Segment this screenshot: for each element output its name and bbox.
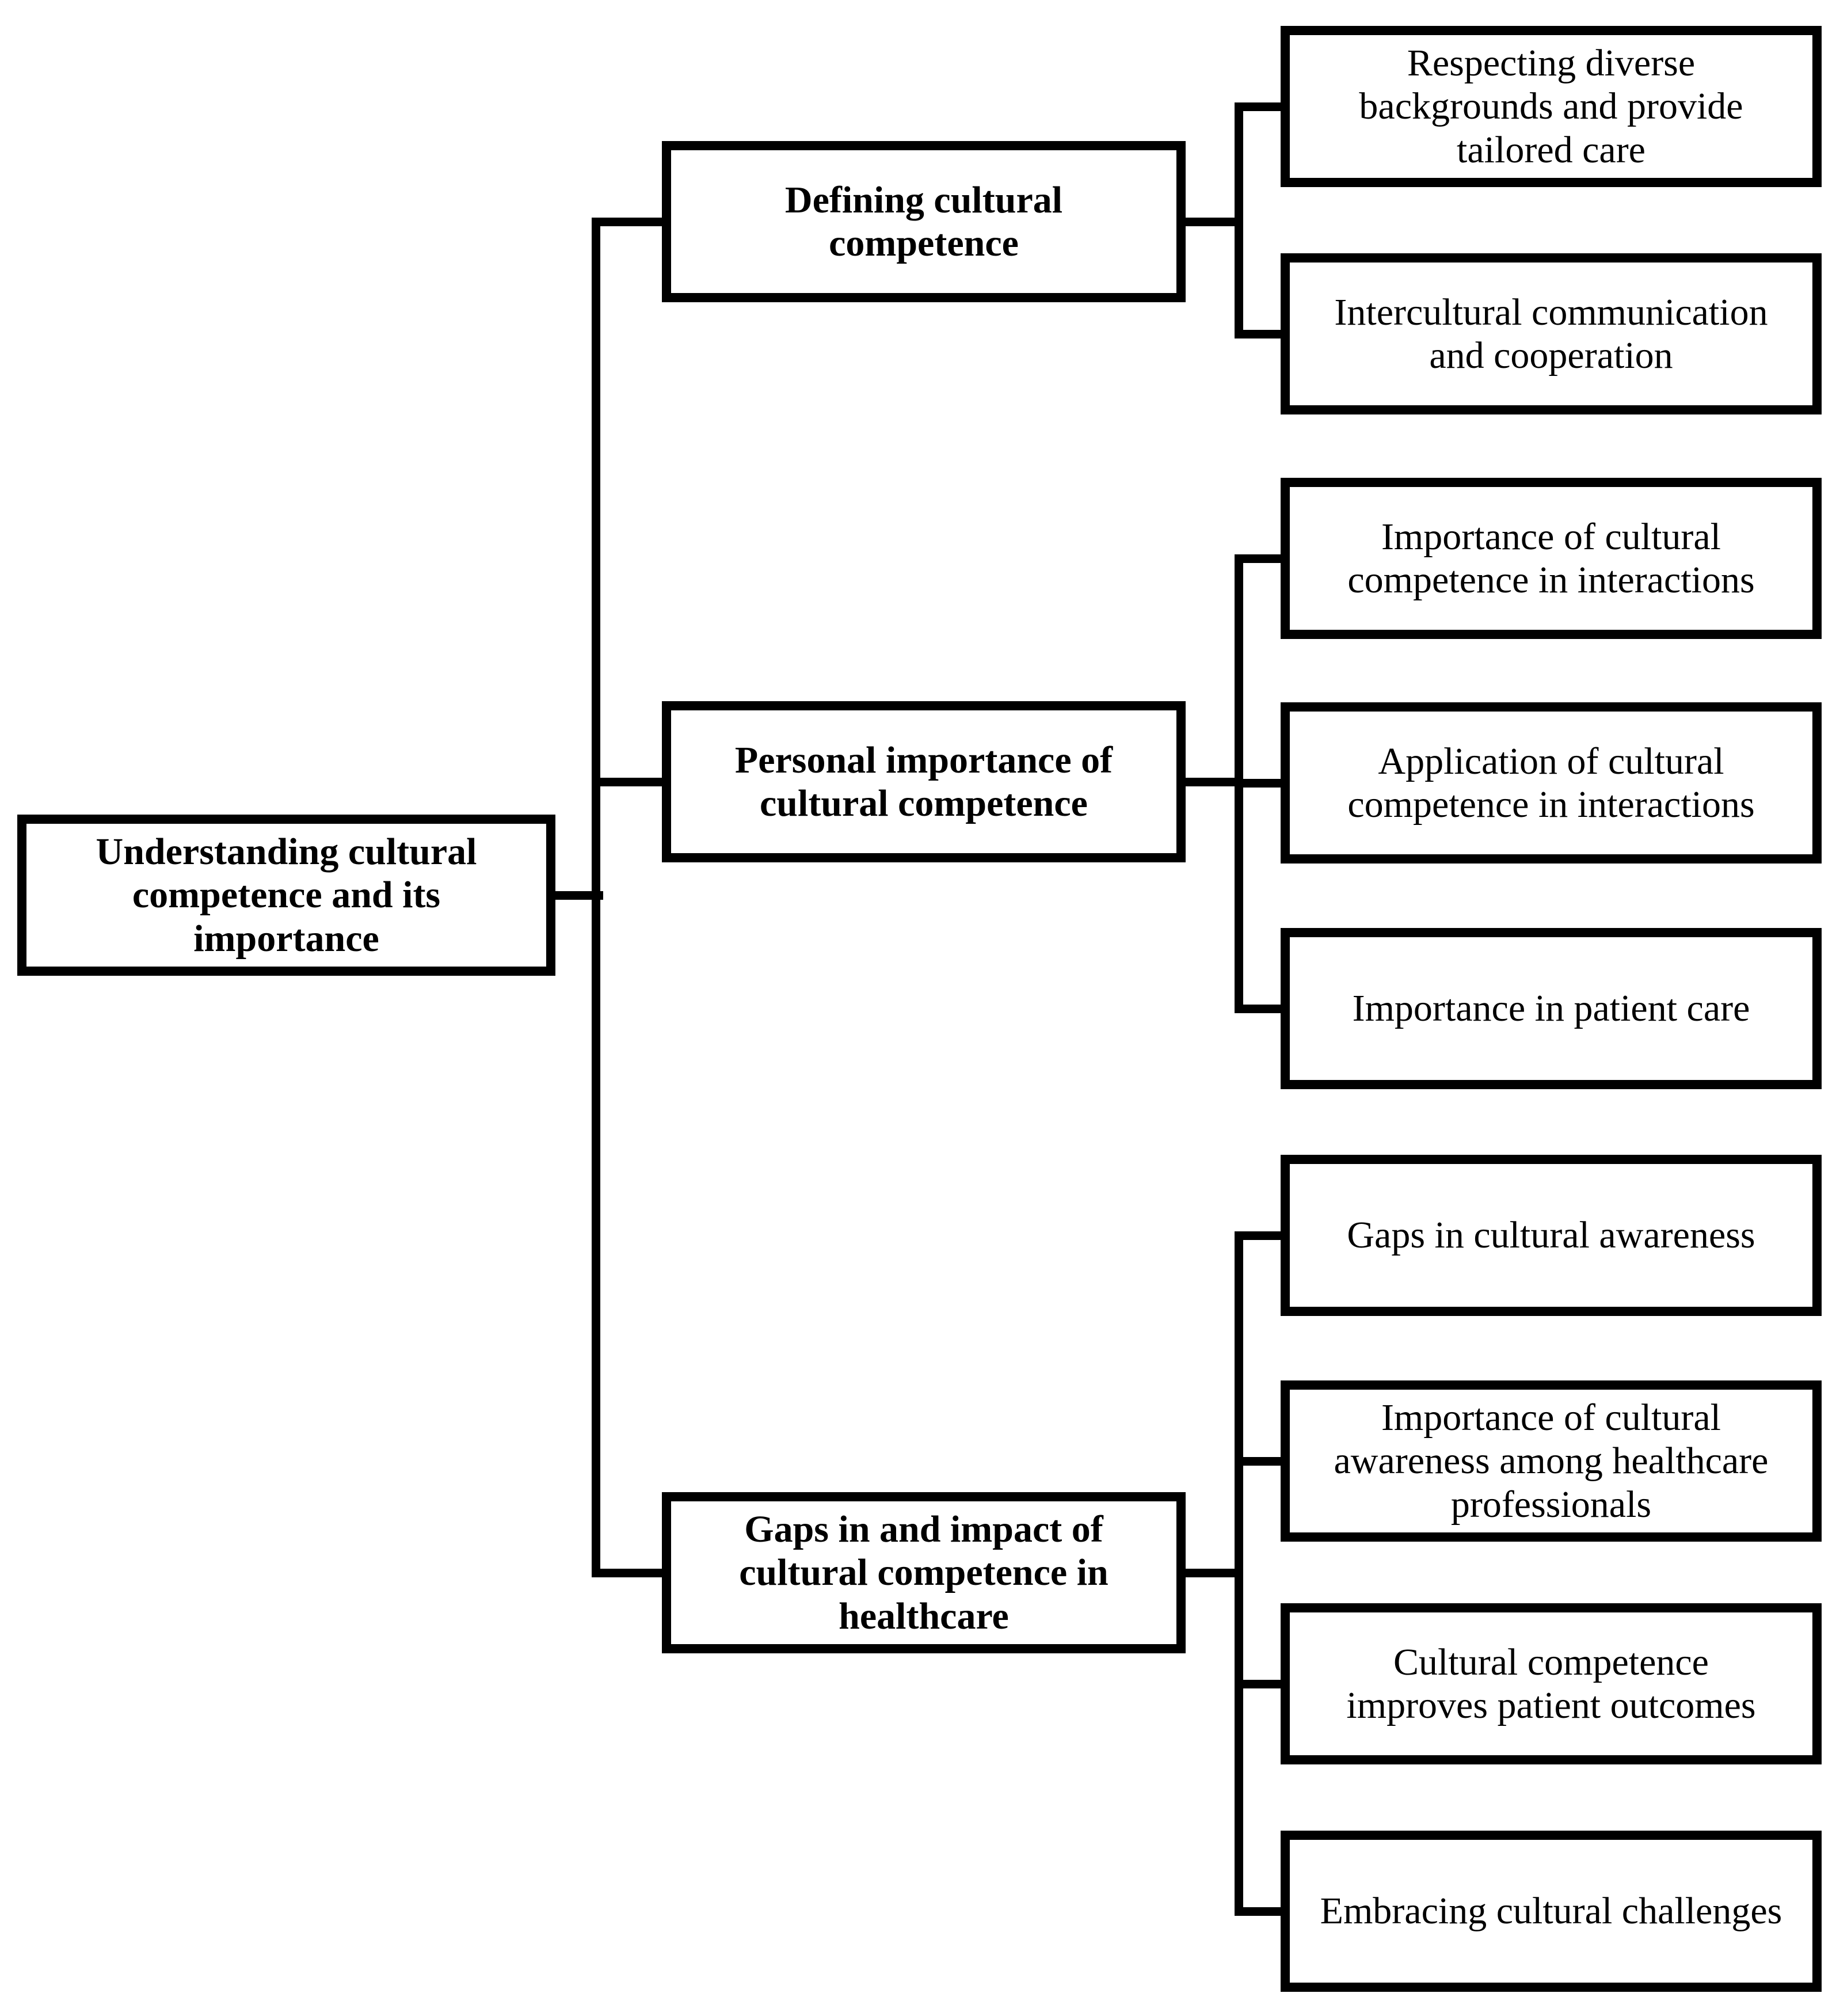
connector-branch-2-to-children	[1181, 778, 1240, 786]
connector-child-3-2	[1239, 1457, 1286, 1466]
node-leaf-label: Respecting diverse backgrounds and provi…	[1359, 42, 1743, 171]
connector-child-3-3	[1239, 1680, 1286, 1688]
node-branch-defining-cultural-competence: Defining cultural competence	[662, 141, 1186, 302]
connector-branch-1-to-children	[1181, 218, 1240, 226]
connector-branch-2	[596, 778, 666, 786]
node-root: Understanding cultural competence and it…	[17, 815, 555, 976]
connector-branch-3-to-children	[1181, 1569, 1240, 1577]
connector-child-1-1	[1239, 102, 1286, 111]
connector-child-2-2	[1239, 779, 1286, 788]
node-branch-gaps-and-impact: Gaps in and impact of cultural competenc…	[662, 1492, 1186, 1653]
connector-child-2-3	[1239, 1005, 1286, 1013]
node-branch-label: Defining cultural competence	[784, 178, 1063, 264]
node-leaf-improves-patient-outcomes: Cultural competence improves patient out…	[1281, 1603, 1822, 1764]
node-root-label: Understanding cultural competence and it…	[96, 831, 477, 960]
node-leaf-label: Gaps in cultural awareness	[1347, 1214, 1755, 1257]
node-branch-label: Personal importance of cultural competen…	[734, 739, 1113, 824]
node-leaf-respecting-diverse-backgrounds: Respecting diverse backgrounds and provi…	[1281, 26, 1822, 187]
node-leaf-label: Intercultural communication and cooperat…	[1334, 291, 1768, 376]
connector-branch-1	[596, 218, 666, 226]
connector-branch-3	[596, 1569, 666, 1577]
node-leaf-label: Importance of cultural awareness among h…	[1334, 1397, 1769, 1526]
node-leaf-application-in-interactions: Application of cultural competence in in…	[1281, 702, 1822, 864]
child-trunk-line-3	[1235, 1231, 1243, 1916]
node-branch-label: Gaps in and impact of cultural competenc…	[739, 1508, 1109, 1637]
node-leaf-label: Cultural competence improves patient out…	[1346, 1641, 1756, 1726]
node-branch-personal-importance: Personal importance of cultural competen…	[662, 701, 1186, 862]
node-leaf-label: Application of cultural competence in in…	[1347, 740, 1755, 826]
connector-child-3-1	[1239, 1231, 1286, 1240]
node-leaf-gaps-in-cultural-awareness: Gaps in cultural awareness	[1281, 1155, 1822, 1316]
child-trunk-line-1	[1235, 102, 1243, 338]
branch-trunk-line	[592, 218, 600, 1577]
connector-child-1-2	[1239, 330, 1286, 338]
node-leaf-intercultural-communication: Intercultural communication and cooperat…	[1281, 253, 1822, 414]
node-leaf-importance-in-patient-care: Importance in patient care	[1281, 928, 1822, 1089]
connector-child-2-1	[1239, 554, 1286, 563]
node-leaf-label: Importance in patient care	[1352, 987, 1750, 1030]
node-leaf-label: Importance of cultural competence in int…	[1347, 515, 1755, 601]
node-leaf-label: Embracing cultural challenges	[1320, 1890, 1782, 1933]
connector-root-to-trunk	[551, 891, 603, 900]
node-leaf-awareness-among-professionals: Importance of cultural awareness among h…	[1281, 1380, 1822, 1542]
connector-child-3-4	[1239, 1907, 1286, 1916]
node-leaf-importance-in-interactions: Importance of cultural competence in int…	[1281, 478, 1822, 639]
node-leaf-embracing-cultural-challenges: Embracing cultural challenges	[1281, 1831, 1822, 1992]
